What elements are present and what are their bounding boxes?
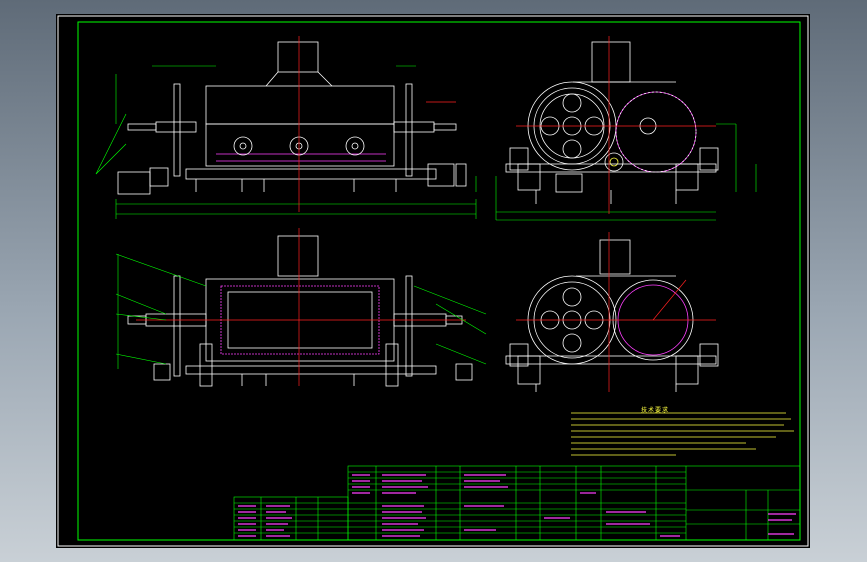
drum-right [615,91,697,173]
parts-list-text [238,474,796,537]
hopper [591,41,631,83]
cad-drawing [57,15,809,547]
notes-title: 技术要求 [641,407,670,414]
outer-frame [57,15,809,547]
side-elevation-view [495,36,757,221]
technical-notes [571,412,794,456]
parts-list [233,465,801,541]
hopper [277,235,319,277]
front-section-view [115,228,487,387]
wheel [233,136,253,156]
hopper [277,41,319,73]
drawing-sheet[interactable]: 技术要求 [56,14,810,548]
inner-frame [77,21,801,541]
motor [117,171,151,195]
drum-housing [205,85,395,125]
wheel [345,136,365,156]
front-elevation-view [95,36,477,219]
side-section-view [505,232,719,392]
hopper [599,239,631,275]
